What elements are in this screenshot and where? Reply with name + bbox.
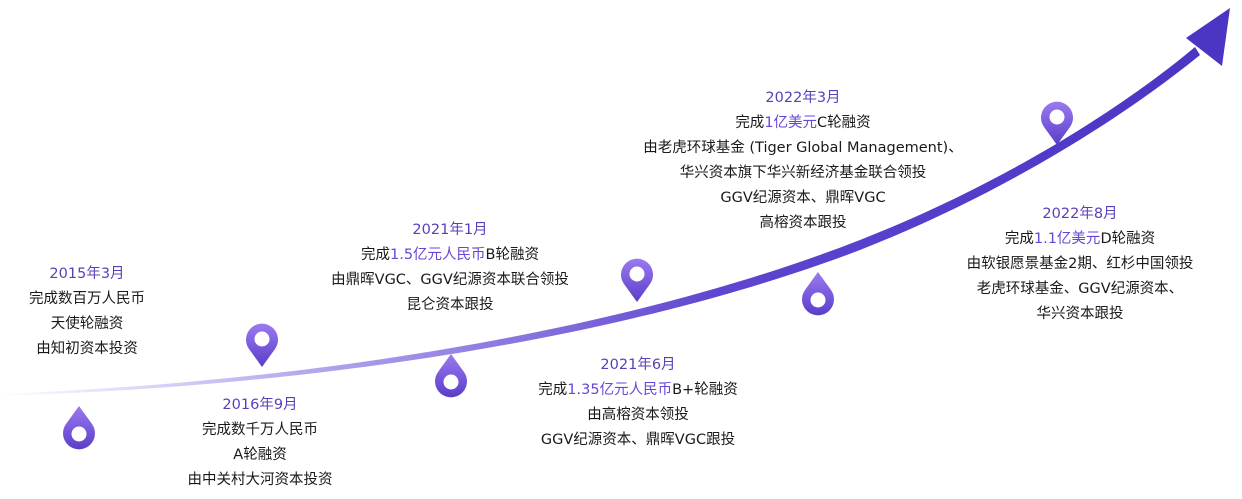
milestone-line: A轮融资 [233,447,287,463]
milestone-line: 完成数千万人民币 [202,422,318,438]
milestone-2022-03: 2022年3月 完成1亿美元C轮融资 由老虎环球基金 (Tiger Global… [608,86,998,236]
map-pin-icon [246,323,278,367]
milestone-line: 天使轮融资 [50,316,124,332]
milestone-line: GGV纪源资本、鼎晖VGC [720,190,886,206]
arrow-head-icon [1186,8,1230,66]
milestone-date: 2016年9月 [222,397,298,413]
milestone-2015-03: 2015年3月 完成数百万人民币 天使轮融资 由知初资本投资 [8,262,166,362]
milestone-line: 老虎环球基金、GGV纪源资本、 [976,281,1184,297]
milestone-line: 华兴资本旗下华兴新经济基金联合领投 [679,165,927,181]
milestone-line: 昆仑资本跟投 [406,297,494,313]
milestone-2016-09: 2016年9月 完成数千万人民币 A轮融资 由中关村大河资本投资 [160,393,360,493]
milestone-line: 由老虎环球基金 (Tiger Global Management)、 [643,140,963,156]
milestone-line: 完成数百万人民币 [29,291,145,307]
milestone-date: 2021年1月 [412,222,488,238]
milestone-2022-08: 2022年8月 完成1.1亿美元D轮融资 由软银愿景基金2期、红杉中国领投 老虎… [930,202,1230,327]
milestone-date: 2022年8月 [1042,206,1118,222]
milestone-2021-01: 2021年1月 完成1.5亿元人民币B轮融资 由鼎晖VGC、GGV纪源资本联合领… [300,218,600,318]
milestone-amount-line: 完成1.5亿元人民币B轮融资 [360,247,539,263]
milestone-line: 华兴资本跟投 [1036,306,1124,322]
milestone-amount-line: 完成1亿美元C轮融资 [735,115,871,131]
milestone-line: 高榕资本跟投 [759,215,847,231]
milestone-date: 2021年6月 [600,357,676,373]
milestone-line: GGV纪源资本、鼎晖VGC跟投 [540,432,736,448]
milestone-line: 由知初资本投资 [36,341,138,357]
map-pin-icon [63,406,95,450]
milestone-date: 2015年3月 [49,266,125,282]
map-pin-icon [621,258,653,302]
milestone-amount-line: 完成1.35亿元人民币B+轮融资 [538,382,738,398]
milestone-date: 2022年3月 [765,90,841,106]
milestone-line: 由软银愿景基金2期、红杉中国领投 [966,256,1194,272]
milestone-2021-06: 2021年6月 完成1.35亿元人民币B+轮融资 由高榕资本领投 GGV纪源资本… [488,353,788,453]
milestone-line: 由鼎晖VGC、GGV纪源资本联合领投 [331,272,569,288]
milestone-line: 由高榕资本领投 [587,407,689,423]
milestone-line: 由中关村大河资本投资 [187,472,333,488]
milestone-amount-line: 完成1.1亿美元D轮融资 [1004,231,1156,247]
map-pin-icon [435,354,467,398]
map-pin-icon [802,272,834,316]
